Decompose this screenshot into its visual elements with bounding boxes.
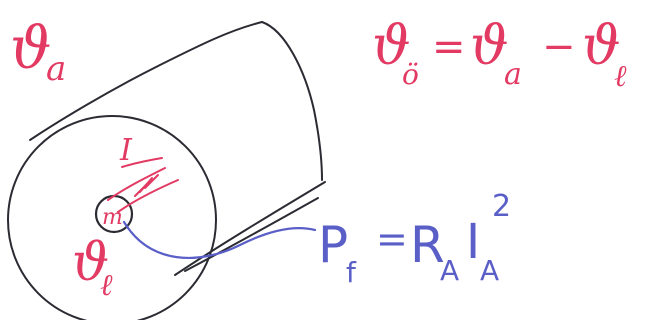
hatch-line-5 (144, 174, 159, 189)
temperature-difference-equation: ϑ ö = ϑ a − ϑ ℓ (372, 14, 627, 94)
hatch-line-1 (107, 167, 166, 201)
cylinder-front-face (7, 115, 217, 320)
eq2-exponent: 2 (492, 189, 511, 224)
theta-l-symbol: ϑ (72, 233, 109, 293)
eq1-minus: − (542, 24, 576, 70)
eq2-R: R (410, 216, 445, 274)
hatch-line-4 (139, 177, 153, 193)
eq1-term2: ϑ (582, 14, 621, 77)
eq1-term1: ϑ (470, 14, 509, 77)
eq2-I-sub: A (480, 254, 499, 287)
eq1-term1-sub: a (504, 57, 522, 92)
cylinder-bottom-edge (174, 181, 326, 276)
eq2-I: I (466, 214, 480, 270)
connector-line (122, 220, 317, 259)
theta-a-symbol: ϑ (10, 14, 51, 82)
cylinder-bottom-edge-2 (184, 197, 319, 272)
eq1-equals: = (432, 24, 466, 70)
red-annotations (107, 157, 179, 213)
eq2-R-sub: A (440, 254, 459, 287)
eq2-P-sub: f (346, 256, 357, 289)
power-loss-equation: P f = R A I A 2 (318, 189, 511, 289)
theta-l-label: ϑ ℓ (72, 233, 113, 303)
current-label: I (119, 133, 133, 168)
eq1-lhs-sub: ö (402, 58, 419, 91)
m-label: m (102, 205, 123, 230)
theta-l-subscript: ℓ (100, 268, 113, 303)
eq2-equals: = (376, 217, 408, 261)
eq1-term2-sub: ℓ (614, 59, 627, 94)
hatch-line-2 (117, 179, 179, 213)
theta-a-label: ϑ a (10, 14, 66, 89)
cylinder-top-edge (29, 21, 263, 141)
eq2-P: P (318, 216, 348, 274)
cylinder-back-arc (261, 21, 323, 181)
current-underline (121, 157, 163, 168)
cylinder (7, 21, 326, 320)
theta-a-subscript: a (46, 49, 66, 89)
eq1-lhs: ϑ (372, 14, 411, 77)
